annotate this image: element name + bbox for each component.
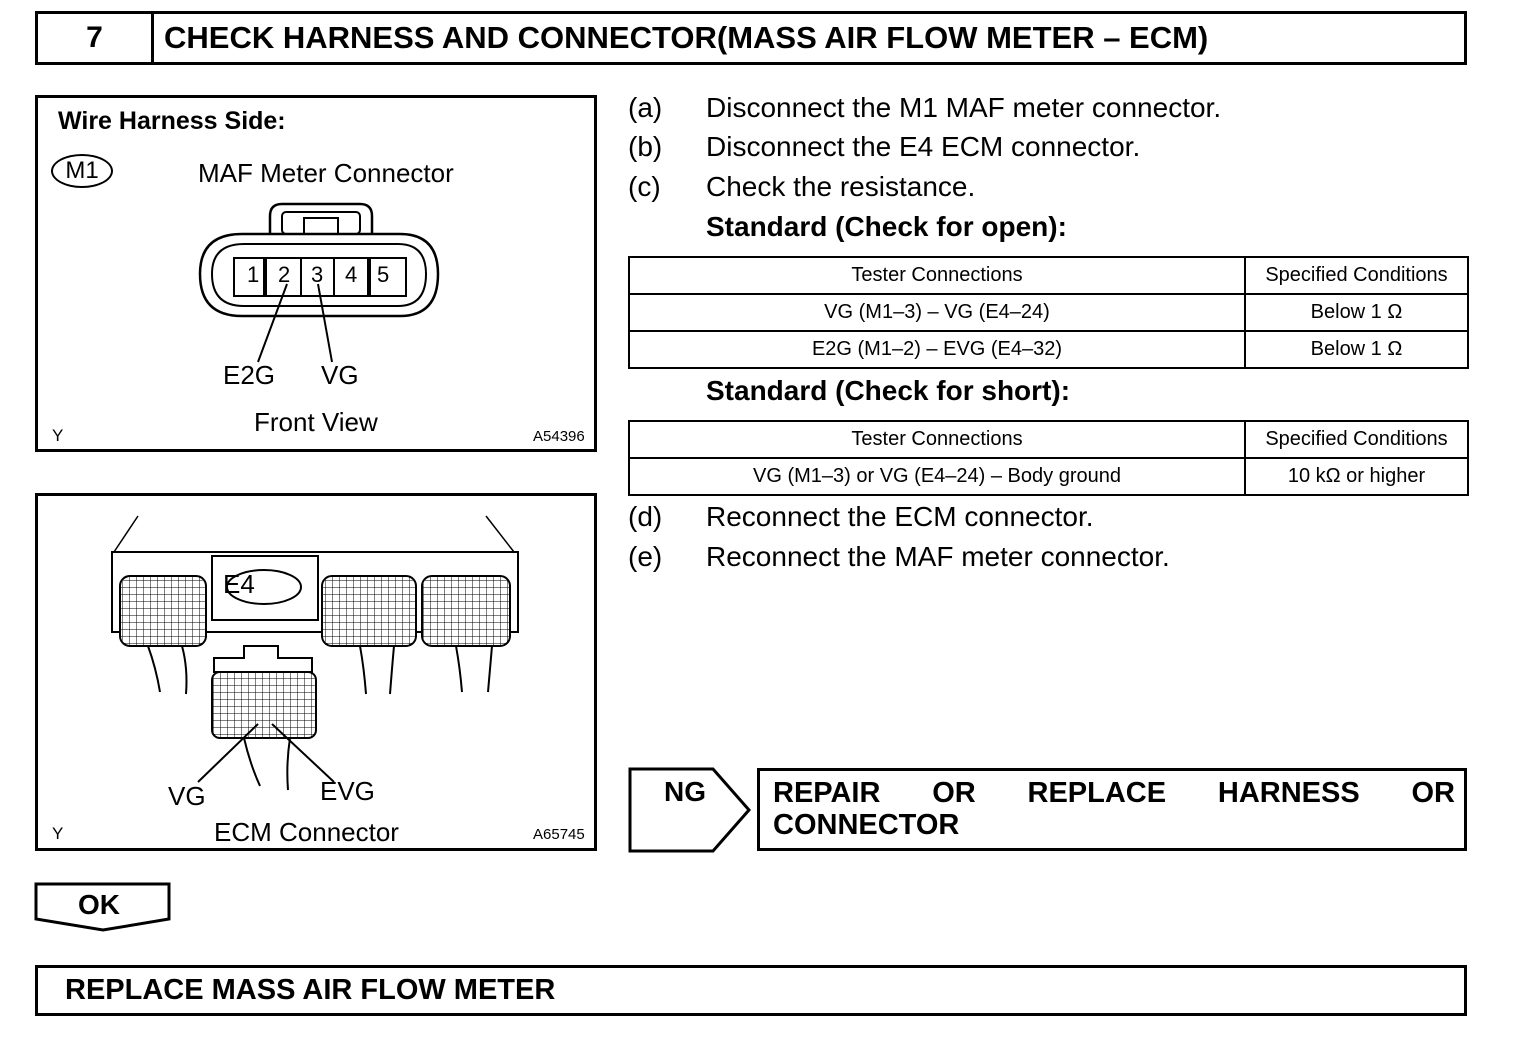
step-title: CHECK HARNESS AND CONNECTOR(MASS AIR FLO… — [164, 20, 1209, 55]
figure-id: A65745 — [533, 826, 585, 843]
maf-pin-1: 1 — [247, 262, 260, 287]
e2g-pin-label: E2G — [223, 360, 276, 390]
ng-label: NG — [664, 776, 706, 807]
ng-result-text: REPAIR OR REPLACE HARNESS OR CONNECTOR — [773, 777, 1455, 841]
corner-mark: Y — [52, 426, 64, 445]
step-text: Reconnect the ECM connector. — [706, 501, 1094, 532]
evg-pin-label: EVG — [320, 776, 375, 806]
e4-connector-code: E4 — [223, 569, 255, 599]
table-row: VG (M1–3) or VG (E4–24) – Body ground 10… — [628, 457, 1469, 496]
figure-id: A54396 — [533, 428, 585, 445]
ok-result-text: REPLACE MASS AIR FLOW METER — [65, 974, 556, 1006]
ecm-connector-figure: E4 VG EVG ECM Connector Y A65745 — [35, 493, 597, 851]
table-row: E2G (M1–2) – EVG (E4–32) Below 1 Ω — [628, 330, 1469, 369]
ecm-connector-drawing — [111, 515, 519, 791]
table-cell: Below 1 Ω — [1244, 293, 1469, 332]
table-row: VG (M1–3) – VG (E4–24) Below 1 Ω — [628, 293, 1469, 332]
table-cell: VG (M1–3) – VG (E4–24) — [628, 293, 1246, 332]
step-number: 7 — [38, 14, 154, 62]
ok-result-box: REPLACE MASS AIR FLOW METER — [35, 965, 1467, 1016]
ecm-connector-name: ECM Connector — [214, 817, 399, 847]
table-header: Specified Conditions — [1244, 420, 1469, 459]
table-header-row: Tester Connections Specified Conditions — [628, 420, 1469, 459]
maf-connector-name: MAF Meter Connector — [198, 158, 454, 188]
maf-connector-figure: Wire Harness Side: M1 MAF Meter Connecto… — [35, 95, 597, 452]
wire-harness-side-label: Wire Harness Side: — [58, 107, 286, 135]
maf-connector-drawing — [198, 202, 440, 363]
m1-connector-code: M1 — [51, 154, 113, 188]
maf-pin-5: 5 — [377, 262, 390, 287]
maf-pin-2: 2 — [278, 262, 291, 287]
table-header: Specified Conditions — [1244, 256, 1469, 295]
step-label: (d) — [628, 501, 663, 532]
table-header: Tester Connections — [628, 256, 1246, 295]
table-header: Tester Connections — [628, 420, 1246, 459]
vg-pin-label: VG — [321, 360, 359, 390]
step-text: Disconnect the E4 ECM connector. — [706, 131, 1141, 162]
table-cell: 10 kΩ or higher — [1244, 457, 1469, 496]
table-header-row: Tester Connections Specified Conditions — [628, 256, 1469, 295]
ok-arrow-shape — [34, 882, 171, 932]
table-cell: VG (M1–3) or VG (E4–24) – Body ground — [628, 457, 1246, 496]
step-text: Check the resistance. — [706, 171, 976, 202]
standard-open-table: Tester Connections Specified Conditions … — [628, 256, 1469, 369]
step-label: (e) — [628, 541, 663, 572]
table-cell: E2G (M1–2) – EVG (E4–32) — [628, 330, 1246, 369]
step-text: Reconnect the MAF meter connector. — [706, 541, 1170, 572]
ng-arrow-shape — [628, 767, 751, 853]
step-text: Disconnect the M1 MAF meter connector. — [706, 92, 1222, 123]
corner-mark: Y — [52, 824, 64, 843]
vg-pin-label: VG — [168, 781, 206, 811]
standard-short-title: Standard (Check for short): — [706, 375, 1071, 406]
standard-short-table: Tester Connections Specified Conditions … — [628, 420, 1469, 496]
table-cell: Below 1 Ω — [1244, 330, 1469, 369]
step-header: 7 CHECK HARNESS AND CONNECTOR(MASS AIR F… — [35, 11, 1467, 65]
maf-pin-4: 4 — [345, 262, 358, 287]
step-label: (b) — [628, 131, 663, 162]
maf-pin-3: 3 — [311, 262, 324, 287]
ok-label: OK — [78, 889, 120, 920]
front-view-label: Front View — [254, 407, 378, 437]
step-label: (c) — [628, 171, 661, 202]
step-label: (a) — [628, 92, 663, 123]
standard-open-title: Standard (Check for open): — [706, 211, 1067, 242]
ng-result-box: REPAIR OR REPLACE HARNESS OR CONNECTOR — [757, 768, 1467, 851]
